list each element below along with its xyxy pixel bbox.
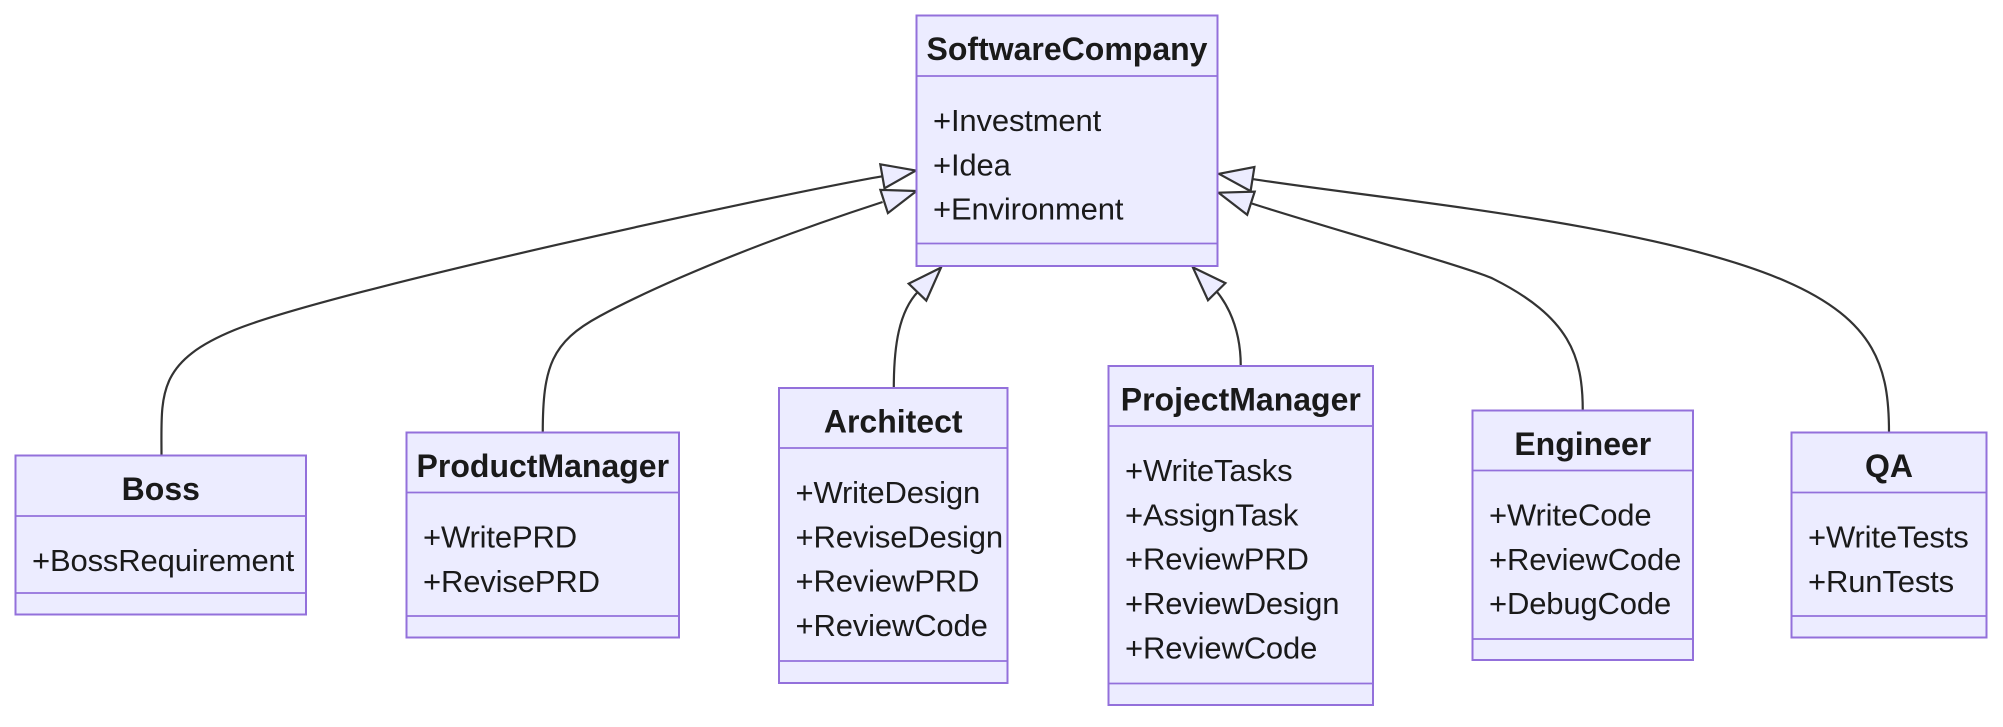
svg-text:+Environment: +Environment bbox=[933, 192, 1124, 227]
svg-text:+AssignTask: +AssignTask bbox=[1125, 497, 1299, 532]
svg-text:+BossRequirement: +BossRequirement bbox=[32, 543, 295, 578]
svg-text:+Investment: +Investment bbox=[933, 103, 1102, 138]
svg-text:QA: QA bbox=[1865, 448, 1913, 484]
svg-text:+WriteTests: +WriteTests bbox=[1808, 520, 1969, 555]
svg-text:+ReviewDesign: +ReviewDesign bbox=[1125, 586, 1339, 621]
svg-text:+ReviewPRD: +ReviewPRD bbox=[796, 564, 980, 599]
svg-text:+ReviewPRD: +ReviewPRD bbox=[1125, 542, 1309, 577]
svg-text:Architect: Architect bbox=[824, 404, 963, 440]
svg-text:+WritePRD: +WritePRD bbox=[423, 520, 577, 555]
svg-text:+WriteDesign: +WriteDesign bbox=[796, 475, 981, 510]
svg-text:+ReviewCode: +ReviewCode bbox=[1489, 542, 1681, 577]
svg-text:Engineer: Engineer bbox=[1514, 426, 1651, 462]
svg-text:Boss: Boss bbox=[122, 471, 200, 507]
svg-text:+RevisePRD: +RevisePRD bbox=[423, 564, 600, 599]
svg-text:+Idea: +Idea bbox=[933, 147, 1012, 182]
svg-text:+WriteCode: +WriteCode bbox=[1489, 498, 1651, 533]
svg-text:+RunTests: +RunTests bbox=[1808, 564, 1954, 599]
svg-text:+ReviewCode: +ReviewCode bbox=[1125, 630, 1317, 665]
svg-text:+WriteTasks: +WriteTasks bbox=[1125, 453, 1292, 488]
svg-text:ProductManager: ProductManager bbox=[417, 448, 669, 484]
svg-text:ProjectManager: ProjectManager bbox=[1121, 382, 1361, 418]
svg-text:SoftwareCompany: SoftwareCompany bbox=[927, 31, 1208, 67]
svg-text:+DebugCode: +DebugCode bbox=[1489, 586, 1671, 621]
svg-text:+ReviseDesign: +ReviseDesign bbox=[796, 519, 1003, 554]
svg-text:+ReviewCode: +ReviewCode bbox=[796, 608, 988, 643]
